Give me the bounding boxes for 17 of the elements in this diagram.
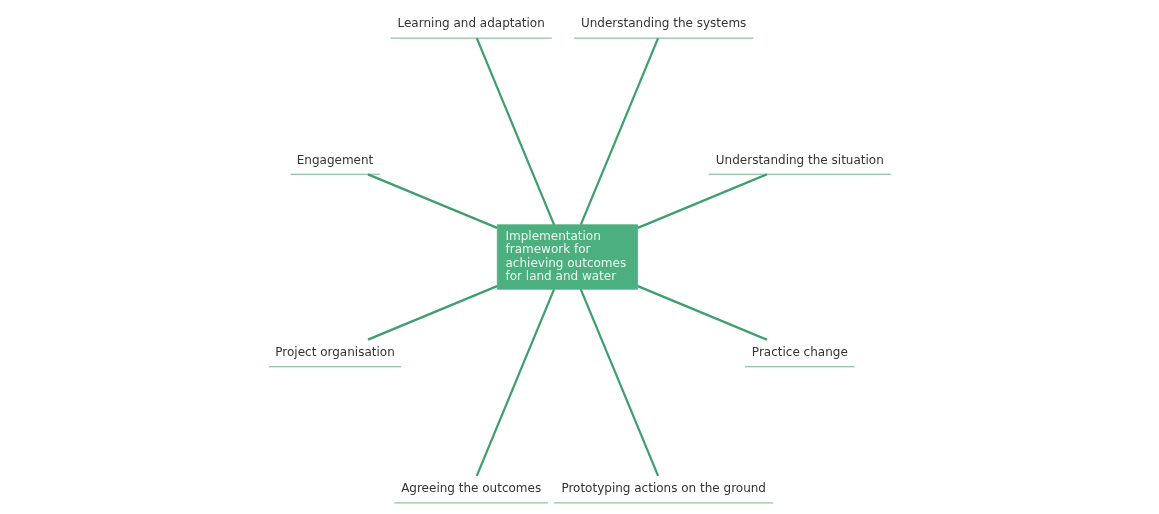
- connector: [636, 173, 767, 229]
- node-text: Learning and adaptation: [397, 16, 545, 31]
- connector: [367, 173, 497, 229]
- node-text: Understanding the situation: [715, 152, 884, 167]
- node-text: Agreeing the outcomes: [400, 481, 541, 496]
- node-box: Implementation framework for achieving outcomes for land and water: [496, 224, 638, 290]
- connector: [579, 288, 659, 477]
- connector: [579, 37, 659, 226]
- node-text: Practice change: [751, 345, 848, 360]
- node-text: Project organisation: [274, 345, 395, 360]
- connector: [475, 37, 555, 226]
- node-text: Engagement: [296, 152, 373, 167]
- connector: [367, 285, 497, 341]
- connector: [475, 288, 555, 477]
- connector: [636, 285, 767, 341]
- node-text: Prototyping actions on the ground: [560, 481, 766, 496]
- node-text: Understanding the systems: [580, 16, 746, 31]
